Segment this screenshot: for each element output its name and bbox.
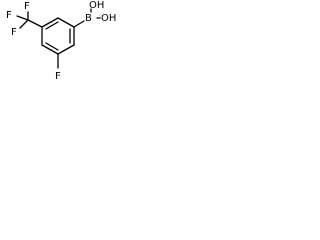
cf3-bond-f-left (16, 15, 29, 21)
ring-to-cf3-bond (27, 19, 43, 28)
chemical-structure: B OH OH F F F F (6, 0, 116, 82)
benzene-ring (41, 17, 75, 55)
cf3-fluorine-left-label: F (6, 10, 12, 21)
ring-fluorine-label: F (55, 71, 61, 82)
ring-to-boron-bond (73, 20, 85, 28)
cf3-bond-f-bottom (19, 19, 29, 29)
ring-bond-top-left (41, 17, 59, 28)
hydroxyl-top-label: OH (89, 0, 104, 11)
boronic-acid-group: B OH OH (73, 0, 116, 28)
ring-bond-bottom-left (41, 44, 59, 55)
hydroxyl-right-label: OH (101, 13, 116, 24)
boron-label: B (85, 13, 92, 24)
trifluoromethyl-group: F F F (6, 1, 43, 38)
ring-double-bond-bottom (45, 42, 59, 51)
ring-double-bond-top (45, 21, 59, 30)
ring-fluorine-group: F (55, 53, 61, 82)
ring-bond-top-right (57, 17, 75, 28)
cf3-fluorine-bottom-label: F (11, 27, 17, 38)
cf3-fluorine-top-label: F (24, 1, 30, 12)
ring-bond-bottom-right (57, 44, 75, 55)
